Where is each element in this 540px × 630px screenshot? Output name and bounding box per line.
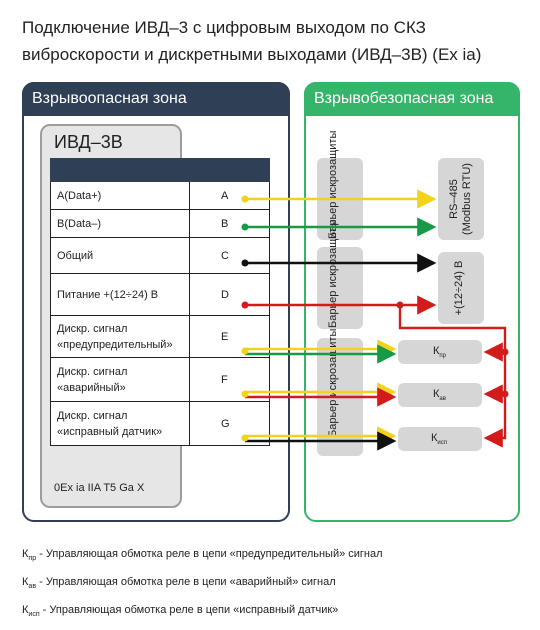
legend-item-healthy: Кисп - Управляющая обмотка реле в цепи «… <box>22 604 339 619</box>
terminal-label: Питание +(12÷24) В <box>57 274 190 315</box>
device-title: ИВД–3В <box>54 132 123 152</box>
terminal-row: Общий C <box>50 238 270 274</box>
safe-zone-header: Взрывобезопасная зона <box>304 82 520 116</box>
title-line-2: виброскорости и дискретными выходами (ИВ… <box>22 45 482 64</box>
hazardous-zone-header: Взрывоопасная зона <box>22 82 290 116</box>
legend-item-warning: Кпр - Управляющая обмотка реле в цепи «п… <box>22 548 383 563</box>
terminal-id: F <box>221 373 228 386</box>
terminal-row: Дискр. сигнал «аварийный» F <box>50 358 270 402</box>
barrier-box-power <box>317 247 363 329</box>
relay-label-healthy: Кисп <box>431 432 448 447</box>
terminal-id: D <box>221 288 229 301</box>
relay-box-warning <box>398 340 482 364</box>
relay-label-alarm: Кав <box>433 388 446 403</box>
terminal-label: Общий <box>57 238 190 273</box>
terminal-row: Питание +(12÷24) В D <box>50 274 270 316</box>
terminal-label: Дискр. сигнал «предупредительный» <box>57 316 190 357</box>
rs485-box <box>438 158 484 240</box>
terminal-id: E <box>221 330 229 343</box>
diagram-title: Подключение ИВД–3 с цифровым выходом по … <box>22 14 532 68</box>
terminal-row: Дискр. сигнал «предупредительный» E <box>50 316 270 358</box>
terminal-table-header <box>50 158 270 182</box>
terminal-row: B(Data–) B <box>50 210 270 238</box>
power-supply-box <box>438 252 484 324</box>
hazardous-zone: Взрывоопасная зона <box>22 82 290 522</box>
terminal-id: G <box>221 417 230 430</box>
wire-relay-common <box>398 305 507 448</box>
terminal-id: B <box>221 217 229 230</box>
relay-box-healthy <box>398 427 482 451</box>
terminal-label: B(Data–) <box>57 210 190 237</box>
relay-label-warning: Кпр <box>433 345 447 360</box>
terminal-row: Дискр. сигнал «исправный датчик» G <box>50 402 270 446</box>
safe-zone: Взрывобезопасная зона <box>304 82 520 522</box>
relay-box-alarm <box>398 383 482 407</box>
terminal-table: A(Data+) A B(Data–) B Общий C Питание +(… <box>50 158 270 446</box>
terminal-row: A(Data+) A <box>50 182 270 210</box>
terminal-label: Дискр. сигнал «исправный датчик» <box>57 402 190 445</box>
terminal-id: A <box>221 189 229 202</box>
legend-item-alarm: Кав - Управляющая обмотка реле в цепи «а… <box>22 576 336 591</box>
terminal-id: C <box>221 249 229 262</box>
device-marking: 0Ex ia IIA T5 Ga X <box>54 482 145 494</box>
terminal-label: Дискр. сигнал «аварийный» <box>57 358 190 401</box>
title-line-1: Подключение ИВД–3 с цифровым выходом по … <box>22 18 426 37</box>
terminal-label: A(Data+) <box>57 182 190 209</box>
